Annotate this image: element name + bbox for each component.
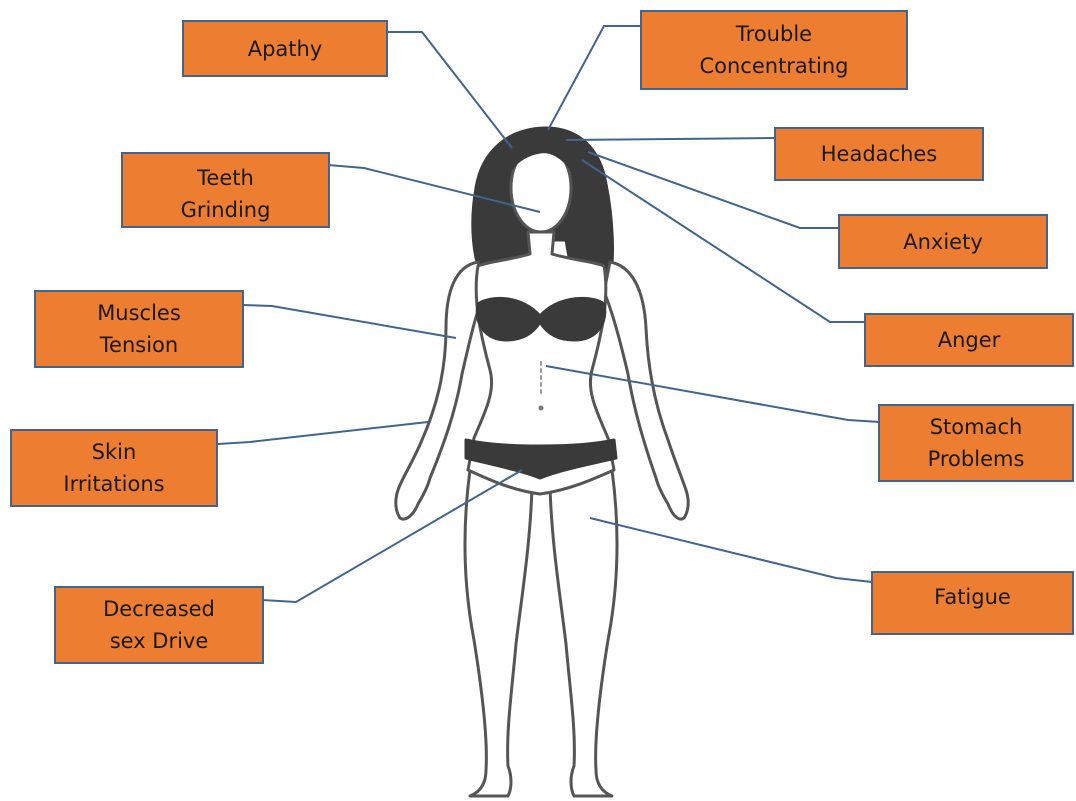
label-stomach-problems-line-2: Problems <box>928 443 1025 475</box>
label-teeth-grinding-line-1: Teeth <box>197 162 254 194</box>
label-anxiety: Anxiety <box>838 214 1048 269</box>
label-decreased-sex-drive-line-2: sex Drive <box>110 625 209 657</box>
right-leg <box>550 470 617 796</box>
label-skin-irritations: Skin Irritations <box>10 429 218 507</box>
leader-headaches <box>566 138 776 140</box>
label-teeth-grinding: Teeth Grinding <box>121 152 330 228</box>
label-muscles-tension-line-2: Tension <box>100 329 178 361</box>
label-muscles-tension-line-1: Muscles <box>97 297 181 329</box>
leader-fatigue <box>590 518 872 582</box>
leader-trouble-concentrating <box>548 26 642 130</box>
right-arm <box>604 262 688 519</box>
leader-muscles-tension <box>242 305 456 338</box>
label-decreased-sex-drive: Decreased sex Drive <box>54 586 264 664</box>
leader-apathy <box>386 32 512 148</box>
label-headaches-line-1: Headaches <box>821 138 938 170</box>
label-stomach-problems: Stomach Problems <box>878 404 1074 482</box>
label-fatigue-line-1: Fatigue <box>934 581 1011 613</box>
body-outline <box>396 128 688 796</box>
label-anxiety-line-1: Anxiety <box>903 226 983 258</box>
label-skin-irritations-line-2: Irritations <box>63 468 164 500</box>
label-decreased-sex-drive-line-1: Decreased <box>103 593 215 625</box>
label-trouble-concentrating: Trouble Concentrating <box>640 10 908 90</box>
leader-skin-irritations <box>218 422 428 444</box>
label-stomach-problems-line-1: Stomach <box>930 411 1023 443</box>
label-apathy-line-1: Apathy <box>248 33 323 65</box>
label-muscles-tension: Muscles Tension <box>34 290 244 368</box>
label-trouble-concentrating-line-2: Concentrating <box>699 50 848 82</box>
label-skin-irritations-line-1: Skin <box>92 436 137 468</box>
label-anger-line-1: Anger <box>938 324 1001 356</box>
navel <box>539 406 544 411</box>
label-trouble-concentrating-line-1: Trouble <box>736 18 812 50</box>
label-teeth-grinding-line-2: Grinding <box>181 194 271 226</box>
left-leg <box>465 470 532 796</box>
label-anger: Anger <box>864 313 1074 367</box>
label-headaches: Headaches <box>774 127 984 181</box>
label-apathy: Apathy <box>182 20 388 77</box>
label-fatigue: Fatigue <box>871 571 1074 635</box>
